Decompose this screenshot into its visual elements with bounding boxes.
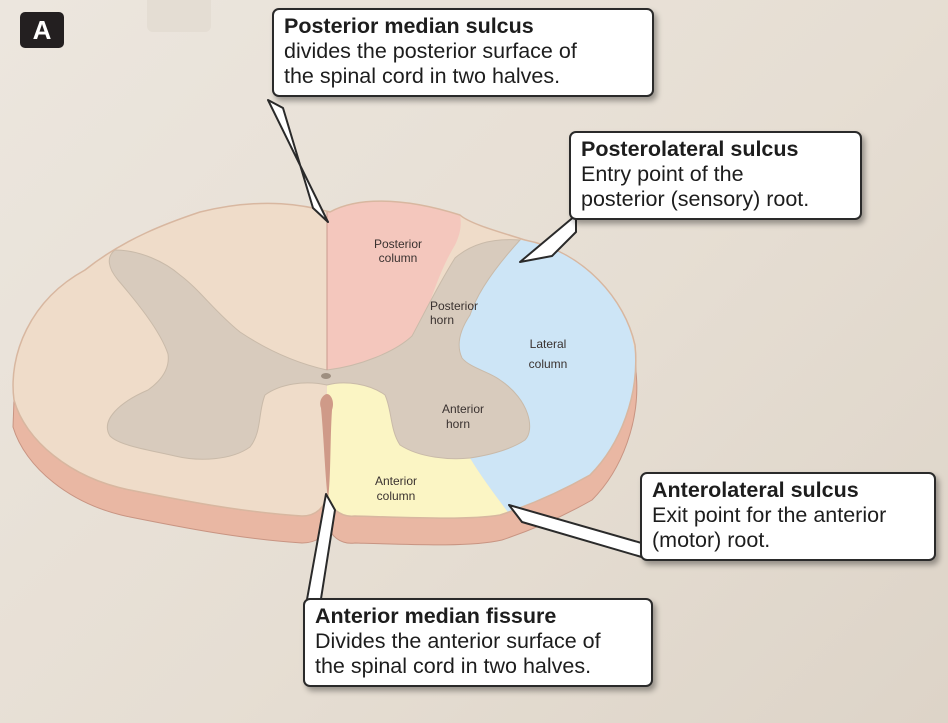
callout-text: divides the posterior surface of bbox=[284, 39, 577, 63]
callout-text: Entry point of the bbox=[581, 162, 744, 186]
lateral-column-region bbox=[459, 240, 636, 515]
central-canal bbox=[321, 373, 331, 379]
posterolateral-sulcus-callout: Posterolateral sulcus Entry point of the… bbox=[569, 131, 862, 220]
posterior-horn-label: Posterior bbox=[430, 299, 478, 313]
cord-outline bbox=[12, 200, 637, 519]
background-tab bbox=[147, 0, 211, 32]
posterolateral-sulcus-pointer bbox=[519, 214, 577, 263]
anterior-median-fissure-callout: Anterior median fissure Divides the ante… bbox=[303, 598, 653, 687]
anterior-horn-label: Anterior bbox=[442, 402, 484, 416]
posterior-median-sulcus-callout: Posterior median sulcus divides the post… bbox=[272, 8, 654, 97]
lateral-column-label-2: column bbox=[529, 357, 568, 371]
anterior-column-label-2: column bbox=[377, 489, 416, 503]
anterior-horn-label-2: horn bbox=[446, 417, 470, 431]
anterior-column-region bbox=[327, 382, 510, 519]
callout-text: Exit point for the anterior bbox=[652, 503, 887, 527]
callout-title: Posterior median sulcus bbox=[284, 14, 534, 38]
posterior-column-label: Posterior bbox=[374, 237, 422, 251]
callout-text: posterior (sensory) root. bbox=[581, 187, 810, 211]
anterior-column-label: Anterior bbox=[375, 474, 417, 488]
callout-title: Anterolateral sulcus bbox=[652, 478, 859, 502]
posterior-horn-label-2: horn bbox=[430, 313, 454, 327]
gray-matter bbox=[107, 239, 531, 460]
posterior-column-label-2: column bbox=[379, 251, 418, 265]
lateral-column-label: Lateral bbox=[530, 337, 567, 351]
anterolateral-sulcus-callout: Anterolateral sulcus Exit point for the … bbox=[640, 472, 936, 561]
callout-text: Divides the anterior surface of bbox=[315, 629, 601, 653]
callout-text: the spinal cord in two halves. bbox=[284, 64, 561, 88]
callout-title: Posterolateral sulcus bbox=[581, 137, 799, 161]
callout-text: (motor) root. bbox=[652, 528, 771, 552]
posterior-median-sulcus-pointer bbox=[267, 99, 329, 223]
callout-title: Anterior median fissure bbox=[315, 604, 557, 628]
posterior-column-region bbox=[327, 201, 461, 372]
anterolateral-sulcus-pointer bbox=[508, 504, 646, 559]
callout-text: the spinal cord in two halves. bbox=[315, 654, 592, 678]
anterior-median-fissure bbox=[320, 394, 334, 500]
figure-letter-badge: A bbox=[20, 12, 64, 48]
